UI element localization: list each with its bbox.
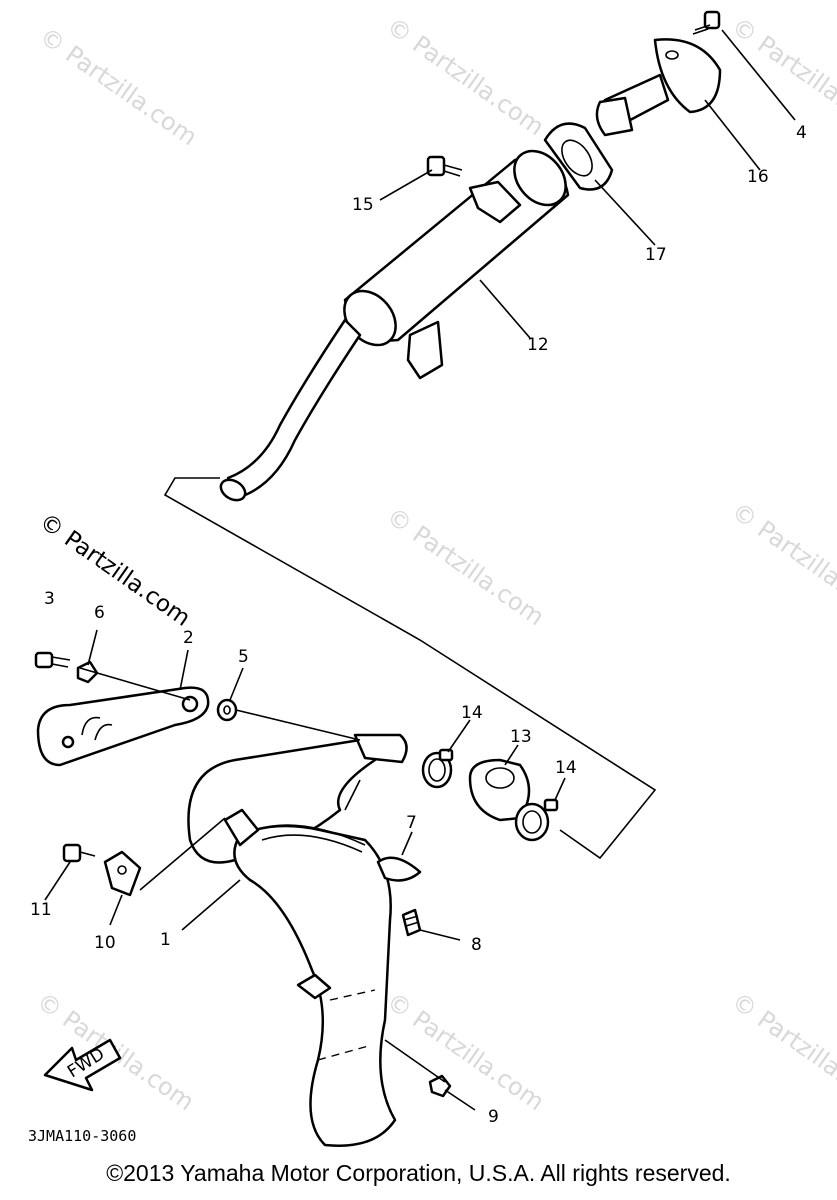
expansion-chamber-part — [187, 738, 397, 1147]
callout-4: 4 — [796, 123, 807, 143]
assembly-outline — [163, 477, 657, 860]
watermark-group: © Partzilla.com © Partzilla.com © Partzi… — [32, 12, 837, 1116]
callout-14a: 14 — [461, 703, 483, 723]
pipe-end-part — [353, 733, 408, 764]
watermark: © Partzilla.com — [382, 12, 550, 141]
bolt-4 — [692, 10, 721, 35]
bolt-3 — [34, 651, 71, 669]
bolt-15 — [426, 155, 463, 177]
callout-17: 17 — [645, 245, 667, 265]
watermark: © Partzilla.com — [382, 987, 550, 1116]
leader-lines — [44, 29, 796, 1111]
gasket-part — [543, 122, 614, 191]
bolt-8 — [401, 908, 422, 937]
diagram-code: 3JMA110-3060 — [28, 1127, 137, 1145]
fwd-arrow-icon: FWD — [43, 1038, 122, 1092]
joint-13 — [468, 758, 531, 822]
watermark: © Partzilla.com — [727, 497, 837, 626]
callout-11: 11 — [30, 900, 52, 920]
watermark-main: © Partzilla.com — [35, 509, 195, 632]
stay-part — [36, 686, 210, 767]
watermark: © Partzilla.com — [727, 12, 837, 141]
callout-5: 5 — [238, 647, 249, 667]
callout-10: 10 — [94, 933, 116, 953]
silencer-part — [219, 149, 570, 502]
callout-3: 3 — [44, 589, 55, 609]
watermark: © Partzilla.com — [35, 22, 203, 151]
callout-7: 7 — [406, 813, 417, 833]
callout-8: 8 — [471, 935, 482, 955]
tailpipe-part — [595, 38, 722, 137]
callout-6: 6 — [94, 603, 105, 623]
clamp-14a — [421, 748, 454, 789]
watermark: © Partzilla.com — [382, 502, 550, 631]
callout-15: 15 — [352, 195, 374, 215]
callout-2: 2 — [183, 628, 194, 648]
watermark: © Partzilla.com — [727, 987, 837, 1116]
callout-9: 9 — [488, 1107, 499, 1127]
bracket-10 — [103, 850, 142, 897]
callout-16: 16 — [747, 167, 769, 187]
damper-7 — [376, 856, 422, 882]
callout-14b: 14 — [555, 758, 577, 778]
bolt-11 — [62, 843, 96, 863]
callout-12: 12 — [527, 335, 549, 355]
callout-13: 13 — [510, 727, 532, 747]
callouts: 1 2 3 4 5 6 7 8 9 10 11 12 13 14 14 15 1… — [30, 123, 807, 1127]
copyright-notice: ©2013 Yamaha Motor Corporation, U.S.A. A… — [106, 1160, 731, 1186]
clamp-14b — [514, 798, 559, 842]
washer-5 — [216, 698, 238, 722]
callout-1: 1 — [160, 930, 171, 950]
